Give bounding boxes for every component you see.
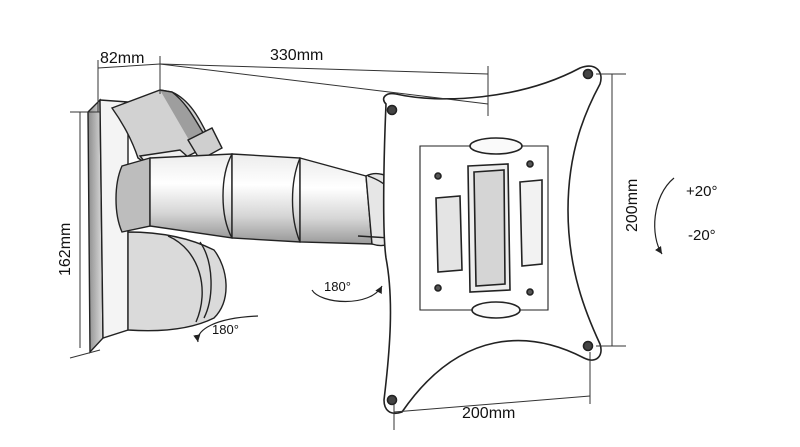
dimension-lines <box>69 56 626 430</box>
vesa-plate <box>382 65 602 415</box>
depth-dimension-label: 82mm <box>100 50 144 67</box>
plate-width-dimension-label: 200mm <box>462 405 515 422</box>
plate-height-dimension-label: 200mm <box>624 179 641 232</box>
tilt-down-label: -20° <box>688 227 716 244</box>
lower-swivel-body <box>127 231 227 332</box>
rotation-arrows <box>193 177 675 343</box>
arm-swivel-label: 180° <box>324 279 351 294</box>
length-dimension-label: 330mm <box>270 47 323 64</box>
tilt-up-label: +20° <box>686 183 717 200</box>
wall-swivel-label: 180° <box>212 322 239 337</box>
wall-plate <box>87 98 129 354</box>
swing-arm <box>115 153 401 247</box>
wall-height-dimension-label: 162mm <box>57 223 74 276</box>
